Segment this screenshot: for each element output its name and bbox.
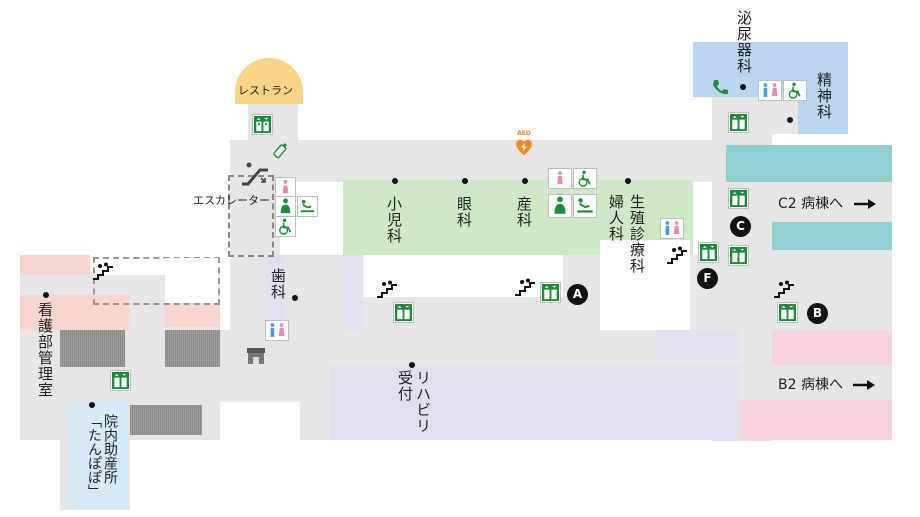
psychiatry-dot xyxy=(787,117,793,123)
obstetrics-label: 産科 xyxy=(515,196,533,228)
urology-label: 泌尿器科 xyxy=(735,10,753,74)
rehab-label: リハビリ受付 xyxy=(396,370,432,434)
dark-block-3 xyxy=(130,405,202,435)
teal-zone-bottom xyxy=(772,222,892,250)
restroom-icon[interactable] xyxy=(275,177,296,198)
dark-block-2 xyxy=(165,330,220,367)
white-block-pediatrics xyxy=(363,255,563,297)
nursing-office-dot xyxy=(43,292,49,298)
dental-dot xyxy=(292,295,298,301)
salmon-zone-mid xyxy=(165,305,220,327)
stairs-icon[interactable] xyxy=(666,246,688,264)
salmon-zone-top xyxy=(20,255,90,275)
to-b2-label: B2 病棟へ xyxy=(778,377,843,393)
elevator-icon[interactable] xyxy=(110,370,131,391)
escalator-area-outline xyxy=(228,175,274,257)
purple-strip-left xyxy=(343,255,363,330)
elevator-icon[interactable] xyxy=(252,114,273,135)
elevator-icon[interactable] xyxy=(728,112,749,133)
stairs-icon[interactable] xyxy=(514,278,536,296)
stairs-icon[interactable] xyxy=(376,280,398,298)
teal-zone-top xyxy=(726,145,892,182)
elevator-icon[interactable] xyxy=(728,245,749,266)
corridor-top xyxy=(230,140,725,182)
green-zone-left-stub xyxy=(343,180,563,255)
birth-center-label: 院内助産所「たんぽぽ」 xyxy=(86,414,118,498)
restroom-icon[interactable] xyxy=(660,218,684,239)
elevator-icon[interactable] xyxy=(393,302,414,323)
escalator-label: エスカレーター xyxy=(193,194,270,207)
restaurant-zone[interactable] xyxy=(235,58,303,104)
ophthalmology-label: 眼科 xyxy=(455,196,473,228)
pink-zone-b2 xyxy=(740,400,892,440)
to-b2-ward[interactable]: B2 病棟へ xyxy=(778,374,876,394)
aed-label: AED xyxy=(517,130,531,137)
elevator-icon[interactable] xyxy=(777,302,798,323)
pediatrics-dot xyxy=(392,178,398,184)
arrow-right-icon xyxy=(853,380,876,390)
restroom-icon[interactable] xyxy=(758,80,782,101)
urology-dot xyxy=(740,84,746,90)
white-block-reproductive xyxy=(600,240,690,330)
salmon-zone-nursing xyxy=(20,295,130,330)
reproductive-label: 生殖診療科 xyxy=(628,194,646,274)
shop-icon xyxy=(247,348,265,364)
purple-dental-strip xyxy=(265,255,285,325)
elevator-marker-c[interactable]: C xyxy=(730,216,751,237)
nursing-office-label: 看護部管理室 xyxy=(36,302,54,398)
pediatrics-label: 小児科 xyxy=(385,196,403,244)
restroom-icon[interactable] xyxy=(548,168,572,189)
baby-bottle-icon xyxy=(270,140,291,161)
elevator-icon[interactable] xyxy=(540,282,561,303)
west-room-outline xyxy=(93,257,220,305)
pink-zone-b xyxy=(772,330,892,365)
stairs-icon[interactable] xyxy=(773,280,795,298)
arrow-right-icon xyxy=(853,199,876,209)
baby-changing-icon[interactable] xyxy=(573,194,597,218)
elevator-marker-a[interactable]: A xyxy=(567,284,588,305)
restroom-icon[interactable] xyxy=(265,320,289,341)
baby-changing-icon[interactable] xyxy=(297,196,318,217)
purple-rehab-zone xyxy=(330,365,740,440)
dark-block-1 xyxy=(60,330,125,367)
nursing-room-icon[interactable] xyxy=(275,196,296,217)
elevator-marker-f[interactable]: F xyxy=(697,268,718,289)
aed-icon[interactable]: AED xyxy=(512,130,536,156)
elevator-icon[interactable] xyxy=(728,188,749,209)
phone-icon[interactable] xyxy=(710,77,730,97)
nursing-room-icon[interactable] xyxy=(548,194,572,218)
wheelchair-icon[interactable] xyxy=(275,216,296,237)
obstetrics-dot xyxy=(522,178,528,184)
birth-center-dot xyxy=(89,402,95,408)
elevator-icon[interactable] xyxy=(698,242,719,263)
to-c2-label: C2 病棟へ xyxy=(778,196,844,212)
purple-east-strip xyxy=(655,330,740,360)
reproductive-dot xyxy=(625,178,631,184)
dental-label: 歯科 xyxy=(269,268,287,300)
light-blue-birth-center xyxy=(68,402,128,508)
to-c2-ward[interactable]: C2 病棟へ xyxy=(778,193,876,213)
escalator-icon xyxy=(242,162,268,186)
white-block-south xyxy=(220,402,300,442)
gynecology-label: 婦人科 xyxy=(607,194,625,242)
wheelchair-icon[interactable] xyxy=(783,80,807,101)
stairs-icon[interactable] xyxy=(92,262,114,280)
ophthalmology-dot xyxy=(462,178,468,184)
restaurant-label: レストラン xyxy=(238,84,293,97)
west-room-fill xyxy=(165,258,218,303)
psychiatry-label: 精神科 xyxy=(815,72,833,120)
wheelchair-icon[interactable] xyxy=(573,168,597,189)
elevator-marker-b[interactable]: B xyxy=(807,303,828,324)
rehab-dot xyxy=(409,362,415,368)
